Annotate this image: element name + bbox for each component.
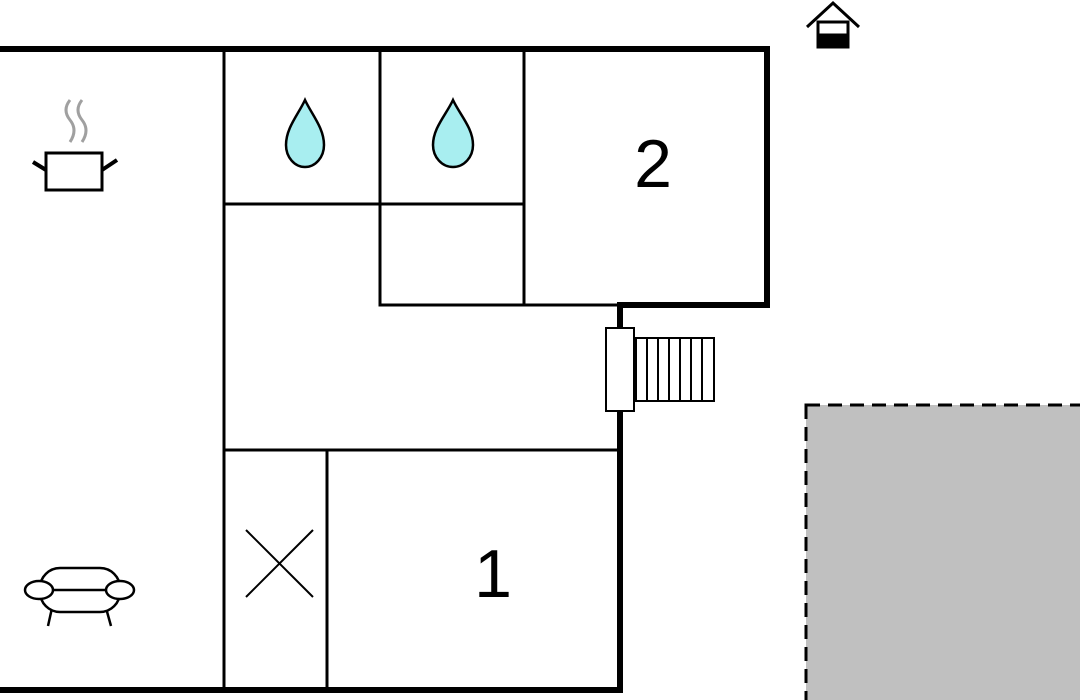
- bedroom-2-number: 2: [634, 126, 672, 202]
- interior-walls: [222, 47, 622, 692]
- cooking-pot-icon: [31, 99, 119, 192]
- bedroom-1-number: 1: [474, 536, 512, 612]
- sofa-icon: [23, 566, 136, 627]
- stairs-icon: [605, 327, 715, 412]
- water-drop-icon: [431, 97, 475, 169]
- exterior-walls: [0, 46, 770, 693]
- terrace-area: [804, 403, 1080, 700]
- water-drop-icon: [284, 97, 326, 169]
- cross-icon: [245, 529, 314, 598]
- house-icon: [805, 0, 861, 49]
